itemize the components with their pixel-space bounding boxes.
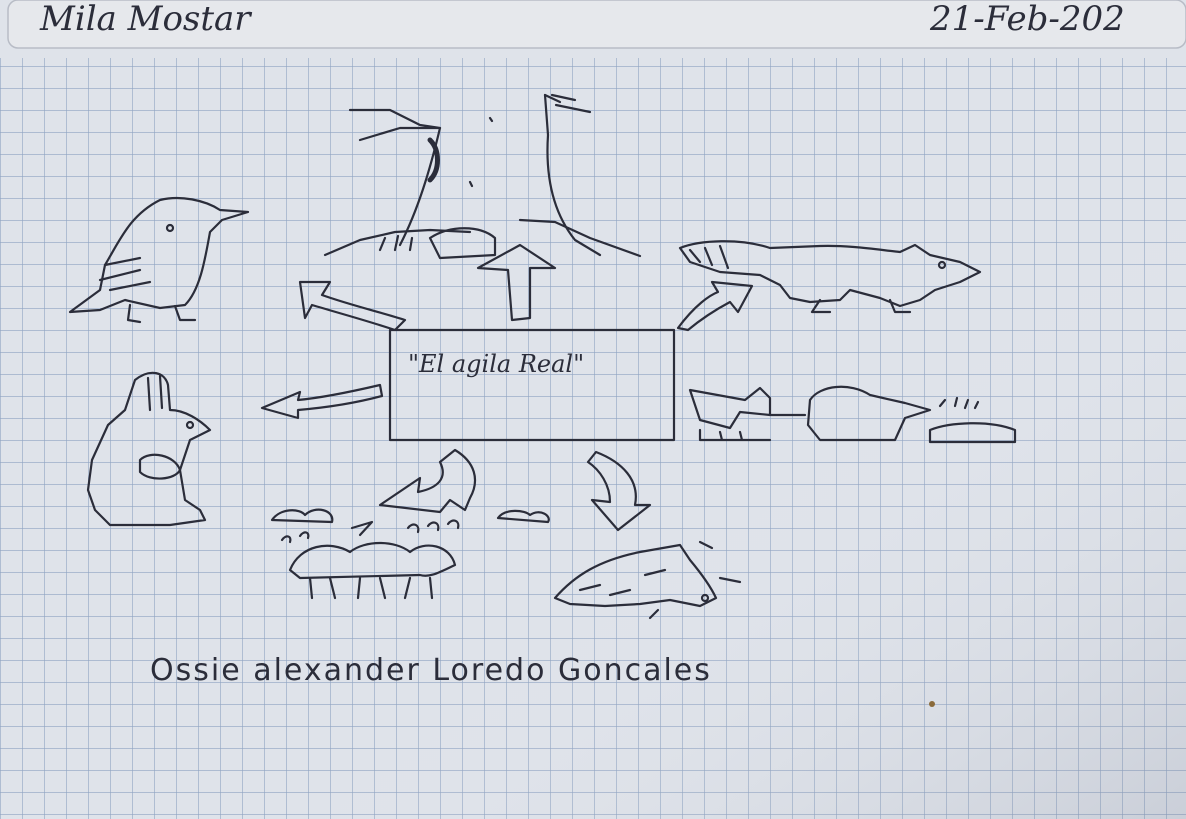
turtle-drawing — [688, 385, 1017, 444]
clouds-and-plants-drawing — [270, 508, 550, 600]
fox-drawing — [678, 240, 982, 314]
arrow-down-right — [586, 450, 652, 532]
arrow-to-rabbit — [260, 383, 384, 420]
arrow-to-bird — [298, 280, 407, 332]
center-box-label: "El agila Real" — [408, 350, 584, 378]
center-box — [388, 328, 676, 442]
bird-drawing — [68, 196, 250, 324]
author-handwriting: Ossie alexander Loredo Goncales — [150, 653, 712, 688]
rabbit-drawing — [86, 371, 212, 527]
arrow-to-fox — [676, 280, 754, 332]
tree-drawing — [323, 93, 642, 260]
lizard-drawing — [553, 540, 742, 620]
ink-smudge — [929, 701, 935, 707]
title-handwriting: Mila Mostar — [39, 0, 252, 39]
arrow-down-left — [378, 448, 477, 514]
date-handwriting: 21-Feb-202 — [929, 0, 1125, 39]
arrow-up — [476, 243, 557, 322]
